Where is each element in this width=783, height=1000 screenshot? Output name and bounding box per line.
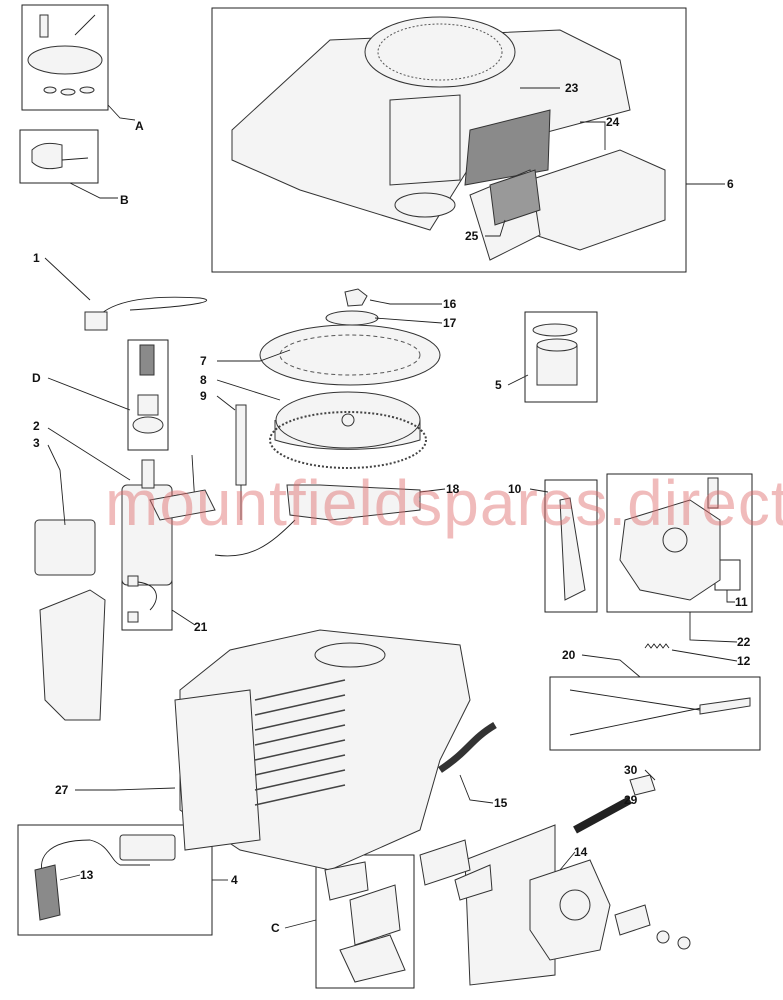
connector-part-1 (84, 311, 108, 331)
callout-18[interactable]: 18 (446, 482, 460, 496)
starter-drive (127, 339, 169, 451)
callout-4[interactable]: 4 (231, 873, 238, 887)
ignition-coil (214, 484, 421, 557)
kit-c-box (315, 854, 415, 989)
breather-hose (438, 721, 497, 773)
spark-plug (114, 787, 176, 791)
nut (656, 930, 670, 944)
callout-17[interactable]: 17 (443, 316, 457, 330)
wiring-part-21 (127, 575, 157, 623)
callout-29[interactable]: 29 (624, 793, 638, 807)
callout-14[interactable]: 14 (574, 845, 588, 859)
callout-21[interactable]: 21 (194, 620, 208, 634)
gasket-kit-c (324, 861, 406, 983)
callout-1[interactable]: 1 (33, 251, 40, 265)
callout-A[interactable]: A (135, 119, 144, 133)
callout-23[interactable]: 23 (565, 81, 579, 95)
air-filter-paper (464, 109, 551, 186)
part-10-box (544, 479, 598, 613)
fuel-valve (629, 774, 656, 796)
kit-b-parts (31, 142, 89, 170)
part-5 (532, 323, 578, 386)
callout-27[interactable]: 27 (55, 783, 69, 797)
callout-20[interactable]: 20 (562, 648, 576, 662)
callout-10[interactable]: 10 (508, 482, 522, 496)
callout-2[interactable]: 2 (33, 419, 40, 433)
spacer-gasket (419, 839, 471, 886)
spring (644, 643, 670, 649)
callout-15[interactable]: 15 (494, 796, 508, 810)
governor-bracket (619, 477, 721, 601)
callout-22[interactable]: 22 (737, 635, 751, 649)
heat-plate (464, 824, 556, 986)
dipstick (235, 404, 247, 520)
flywheel (269, 391, 427, 469)
flywheel-washer (325, 310, 379, 326)
kit-a-parts (27, 14, 103, 96)
gasket (454, 864, 493, 901)
callout-B[interactable]: B (120, 193, 129, 207)
callout-11[interactable]: 11 (735, 595, 748, 609)
callout-30[interactable]: 30 (624, 763, 638, 777)
callout-3[interactable]: 3 (33, 436, 40, 450)
cooling-fan (259, 324, 441, 386)
heat-shield (39, 589, 106, 721)
blower-housing (231, 16, 631, 231)
callout-13[interactable]: 13 (80, 868, 94, 882)
flywheel-nut (344, 288, 368, 307)
air-filter-cover (469, 149, 666, 261)
leader-lines (44, 87, 738, 929)
callout-D[interactable]: D (32, 371, 41, 385)
callout-7[interactable]: 7 (200, 354, 207, 368)
ignition-lead (34, 834, 176, 921)
part-20-box (549, 676, 761, 751)
callout-C[interactable]: C (271, 921, 280, 935)
rectifier-part-3 (34, 519, 96, 576)
callout-9[interactable]: 9 (200, 389, 207, 403)
callout-24[interactable]: 24 (606, 115, 620, 129)
callout-25[interactable]: 25 (465, 229, 479, 243)
fuel-hose (573, 796, 632, 834)
watermark: mountfieldspares.direct (105, 467, 783, 539)
nut (677, 936, 691, 950)
part-5-box (524, 311, 598, 403)
part-22-box (606, 473, 753, 613)
kit-a-box (21, 4, 109, 111)
throttle-lever (559, 497, 586, 601)
callout-6[interactable]: 6 (727, 177, 734, 191)
engine-block (174, 629, 471, 871)
carb-gasket (614, 904, 651, 936)
starter-motor (121, 454, 216, 586)
governor-rods (569, 689, 751, 736)
callout-8[interactable]: 8 (200, 373, 207, 387)
blower-housing-box (211, 7, 687, 273)
kit-b-box (19, 129, 99, 184)
callout-12[interactable]: 12 (737, 654, 751, 668)
callout-16[interactable]: 16 (443, 297, 457, 311)
callout-5[interactable]: 5 (495, 378, 502, 392)
carburettor (529, 859, 611, 961)
